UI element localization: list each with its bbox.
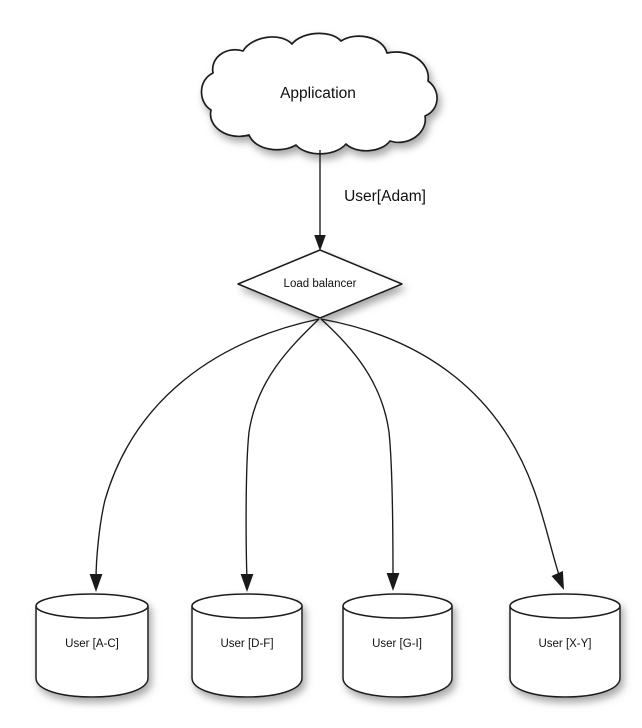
edge-label-user-adam: User[Adam] bbox=[344, 188, 426, 205]
edge-curve-db-x-y bbox=[320, 318, 561, 579]
edge-curve-db-d-f bbox=[245, 318, 320, 581]
node-database-x-y[interactable]: User [X-Y] bbox=[509, 593, 621, 698]
edge-curve-db-a-c bbox=[95, 318, 320, 581]
database-d-f-label: User [D-F] bbox=[220, 638, 273, 650]
arrow-head-db-d-f bbox=[240, 574, 254, 592]
edge-curve-db-g-i bbox=[320, 318, 394, 579]
node-database-d-f[interactable]: User [D-F] bbox=[191, 593, 303, 698]
node-load-balancer[interactable]: Load balancer bbox=[237, 249, 403, 319]
edge-lb-to-db-x-y bbox=[320, 318, 564, 590]
edge-lb-to-db-g-i bbox=[320, 318, 400, 591]
node-database-a-c[interactable]: User [A-C] bbox=[35, 593, 149, 698]
arrow-head-db-g-i bbox=[386, 573, 400, 591]
edge-lb-to-db-a-c bbox=[89, 318, 320, 592]
database-g-i-label: User [G-I] bbox=[372, 638, 422, 650]
edge-application-to-load-balancer: User[Adam] bbox=[314, 150, 426, 251]
application-label: Application bbox=[280, 85, 356, 102]
load-balancer-label: Load balancer bbox=[284, 278, 357, 290]
database-a-c-label: User [A-C] bbox=[65, 638, 119, 650]
database-x-y-label: User [X-Y] bbox=[538, 638, 591, 650]
arrow-head-db-a-c bbox=[89, 574, 103, 592]
node-database-g-i[interactable]: User [G-I] bbox=[342, 593, 453, 698]
arrow-head-app-lb bbox=[314, 235, 326, 251]
arrow-head-db-x-y bbox=[551, 571, 564, 590]
node-application[interactable]: Application bbox=[200, 32, 438, 155]
edge-lb-to-db-d-f bbox=[240, 318, 320, 592]
